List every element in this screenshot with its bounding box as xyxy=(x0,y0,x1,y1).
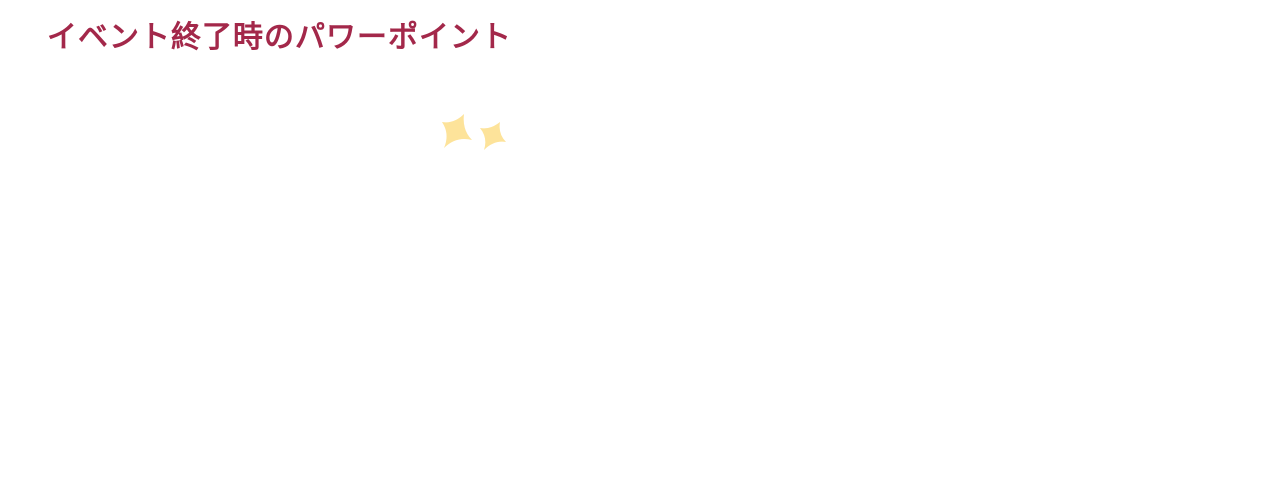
sparkles-decoration xyxy=(438,112,510,154)
sparkle-icon xyxy=(480,122,506,150)
section-title: イベント終了時のパワーポイント xyxy=(47,20,512,55)
content-area xyxy=(0,170,1283,503)
sparkle-icon xyxy=(442,114,472,148)
